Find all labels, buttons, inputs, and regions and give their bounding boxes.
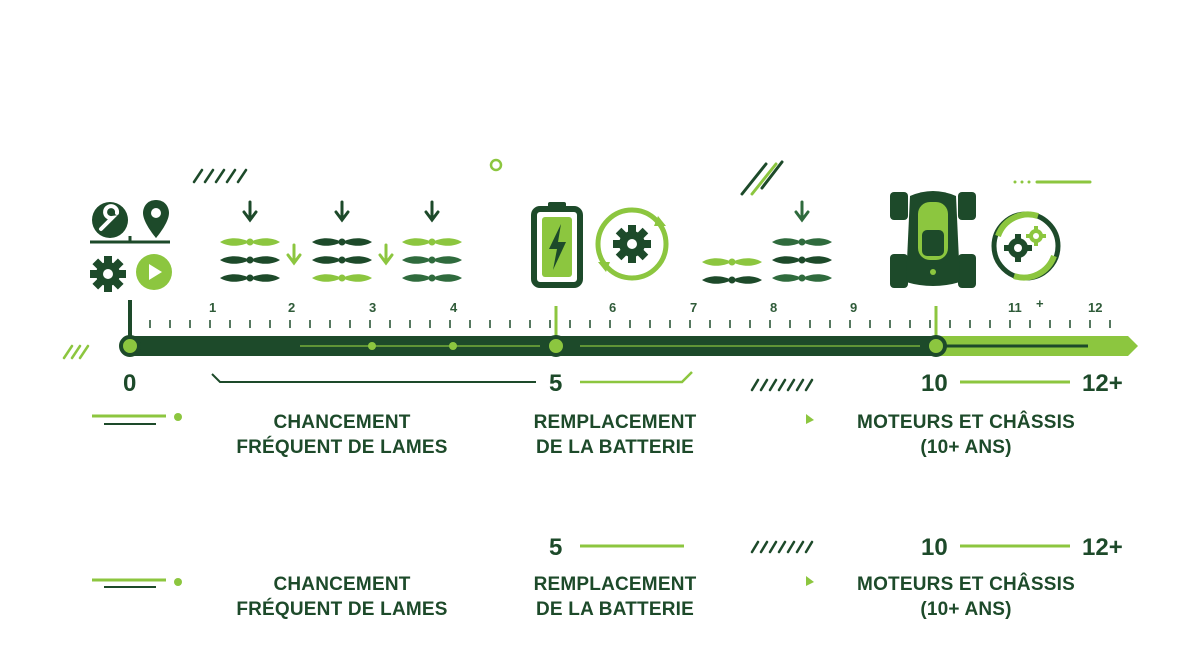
caption-line: (10+ ANS): [920, 599, 1012, 620]
dot-decoration: [489, 158, 503, 172]
caption-line: MOTEURS ET CHÂSSIS: [857, 412, 1075, 433]
tick-label: 4: [450, 300, 458, 315]
hatch-decoration: [192, 168, 248, 184]
milestone-5: 5: [549, 370, 563, 397]
tick-label: 11: [1008, 300, 1022, 315]
milestone-10: 10: [921, 370, 948, 397]
divider-lines: [90, 236, 170, 244]
caption-line: (10+ ANS): [920, 437, 1012, 458]
tick-label: 8: [770, 300, 778, 315]
blade-stack-icon: [702, 200, 832, 284]
tick-label: 3: [369, 300, 377, 315]
caption-line: REMPLACEMENT: [533, 412, 697, 433]
gears-recycle-icon: [991, 211, 1061, 281]
tick-label: 12: [1088, 300, 1103, 315]
blade-stack-icon: [402, 200, 462, 282]
battery-icon: [531, 202, 583, 288]
caption-line: FRÉQUENT DE LAMES: [236, 437, 448, 458]
tick-label: +: [1036, 296, 1044, 311]
gear-icon: [90, 256, 126, 292]
repeat-caption-battery: REMPLACEMENT DE LA BATTERIE: [500, 572, 730, 622]
play-icon: [136, 254, 172, 290]
repeat-caption-motors: MOTEURS ET CHÂSSIS (10+ ANS): [836, 572, 1096, 622]
tick-label: 7: [690, 300, 698, 315]
timeline-ruler: [119, 300, 1138, 357]
dots-decoration: [1013, 180, 1092, 184]
slash-decoration: [740, 160, 784, 196]
tick-label: 2: [288, 300, 296, 315]
tick-label: 9: [850, 300, 858, 315]
caption-line: DE LA BATTERIE: [536, 437, 694, 458]
repeat-decoration: [92, 540, 1070, 588]
milestone-start: 0: [123, 370, 137, 397]
caption-line: DE LA BATTERIE: [536, 599, 694, 620]
repeat-milestone-12plus: 12+: [1082, 534, 1123, 561]
repeat-caption-blades: CHANCEMENT FRÉQUENT DE LAMES: [222, 572, 462, 622]
bracket-decoration: [62, 344, 1070, 425]
gear-cycle-icon: [595, 207, 669, 281]
caption-line: MOTEURS ET CHÂSSIS: [857, 574, 1075, 595]
caption-motors: MOTEURS ET CHÂSSIS (10+ ANS): [836, 410, 1096, 460]
tick-label: 1: [209, 300, 217, 315]
caption-line: FRÉQUENT DE LAMES: [236, 599, 448, 620]
caption-battery: REMPLACEMENT DE LA BATTERIE: [500, 410, 730, 460]
repeat-milestone-10: 10: [921, 534, 948, 561]
milestone-12plus: 12+: [1082, 370, 1123, 397]
caption-line: CHANCEMENT: [273, 412, 411, 433]
robot-mower-icon: [890, 191, 976, 288]
caption-blades: CHANCEMENT FRÉQUENT DE LAMES: [222, 410, 462, 460]
location-pin-icon: [143, 200, 169, 238]
caption-line: CHANCEMENT: [273, 574, 411, 595]
caption-line: REMPLACEMENT: [533, 574, 697, 595]
repeat-milestone-5: 5: [549, 534, 563, 561]
tick-label: 6: [609, 300, 617, 315]
wrench-icon: [92, 202, 128, 238]
